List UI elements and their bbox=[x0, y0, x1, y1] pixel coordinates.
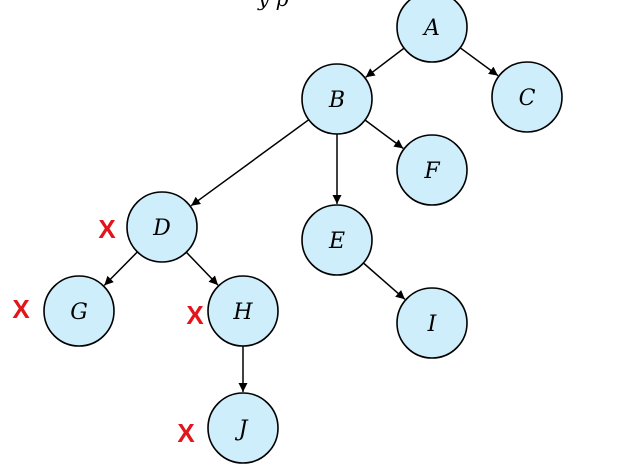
node-a: A bbox=[396, 0, 468, 63]
node-g: G bbox=[43, 275, 115, 347]
x-mark-d: X bbox=[98, 214, 116, 244]
x-mark-g: X bbox=[12, 294, 30, 324]
node-e-label: E bbox=[328, 229, 345, 254]
node-b-label: B bbox=[328, 88, 345, 113]
node-j-circle bbox=[207, 392, 279, 464]
node-h-label: H bbox=[232, 300, 253, 325]
edge-e-i bbox=[362, 262, 406, 300]
top-text-fragment: y p bbox=[257, 0, 289, 11]
edge-d-h bbox=[185, 251, 219, 286]
edge-b-f bbox=[364, 119, 404, 150]
edge-d-g bbox=[103, 251, 138, 286]
node-j: J bbox=[207, 392, 279, 464]
node-c: C bbox=[491, 61, 563, 133]
node-d-label: D bbox=[152, 216, 171, 241]
node-j-label: J bbox=[235, 417, 249, 442]
node-c-label: C bbox=[519, 86, 536, 111]
node-b-circle bbox=[301, 63, 373, 135]
edge-a-c bbox=[459, 47, 499, 77]
node-c-circle bbox=[491, 61, 563, 133]
node-h: H bbox=[207, 275, 279, 347]
x-mark-h: X bbox=[186, 300, 204, 330]
x-mark-j: X bbox=[177, 418, 195, 448]
node-f-label: F bbox=[423, 159, 440, 184]
node-g-label: G bbox=[70, 300, 88, 325]
node-e-circle bbox=[301, 204, 373, 276]
edges-layer bbox=[103, 47, 499, 392]
edge-b-d bbox=[190, 119, 310, 207]
node-f-circle bbox=[396, 134, 468, 206]
node-d-circle bbox=[126, 191, 198, 263]
node-d: D bbox=[126, 191, 198, 263]
edge-a-b bbox=[365, 47, 405, 78]
node-i-label: I bbox=[427, 312, 438, 337]
node-a-label: A bbox=[422, 16, 440, 41]
node-h-circle bbox=[207, 275, 279, 347]
marks-layer: X X X X bbox=[12, 214, 204, 448]
node-i: I bbox=[396, 287, 468, 359]
nodes-layer: A B C D E F G H I J bbox=[43, 0, 563, 464]
node-f: F bbox=[396, 134, 468, 206]
node-e: E bbox=[301, 204, 373, 276]
node-g-circle bbox=[43, 275, 115, 347]
node-b: B bbox=[301, 63, 373, 135]
node-i-circle bbox=[396, 287, 468, 359]
node-a-circle bbox=[396, 0, 468, 63]
